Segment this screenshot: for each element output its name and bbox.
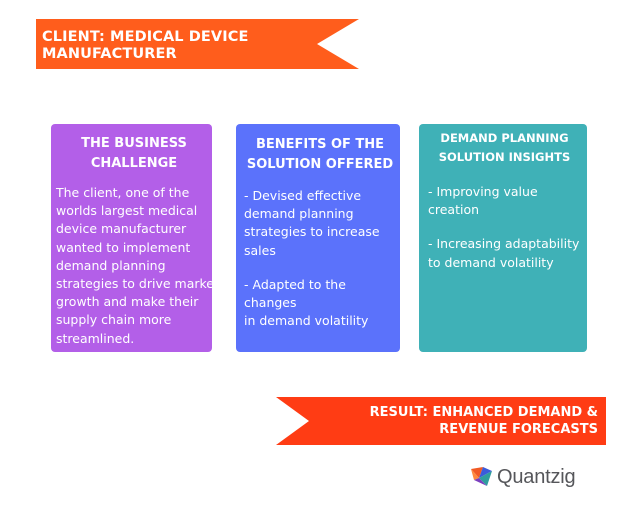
card-body-line: device manufacturer: [56, 221, 187, 237]
card-body-line: worlds largest medical: [56, 203, 198, 219]
card-title: THE BUSINESS CHALLENGE: [56, 134, 212, 174]
result-banner-line-1: RESULT: ENHANCED DEMAND &: [369, 405, 598, 420]
card-body-line: - Devised effective: [244, 188, 362, 203]
card-title-line: BENEFITS OF THE: [255, 137, 385, 152]
card-body-line: demand planning: [244, 206, 354, 222]
card-body-line: supply chain more: [56, 312, 172, 328]
card-title-line: DEMAND PLANNING: [440, 131, 569, 145]
card-title-line: CHALLENGE: [90, 156, 178, 171]
client-banner: CLIENT: MEDICAL DEVICE MANUFACTURER: [36, 19, 359, 69]
solution-insights-card: DEMAND PLANNING SOLUTION INSIGHTS - Impr…: [419, 124, 587, 352]
card-body-line: The client, one of the: [56, 185, 190, 200]
card-body-line: strategies to increase: [244, 224, 380, 240]
logo-text: Quantzig: [497, 465, 576, 488]
quantzig-logo-icon: [471, 467, 492, 486]
quantzig-logo: Quantzig: [470, 462, 576, 492]
card-body-line: demand planning: [56, 257, 166, 273]
card-body: - Improving value creation - Increasing …: [428, 183, 581, 272]
client-banner-line-1: CLIENT: MEDICAL DEVICE: [42, 29, 249, 45]
card-body-line: - Increasing adaptability: [428, 236, 580, 252]
card-title-line: THE BUSINESS: [81, 136, 187, 151]
spacer: [428, 219, 581, 235]
spacer: [244, 260, 396, 276]
result-banner: RESULT: ENHANCED DEMAND & REVENUE FORECA…: [276, 397, 606, 445]
solution-benefits-card: BENEFITS OF THE SOLUTION OFFERED - Devis…: [236, 124, 400, 352]
card-body-line: creation: [428, 202, 480, 218]
card-title: BENEFITS OF THE SOLUTION OFFERED: [244, 135, 396, 175]
card-body-line: in demand volatility: [244, 313, 369, 329]
card-title: DEMAND PLANNING SOLUTION INSIGHTS: [428, 129, 581, 167]
card-body-line: - Adapted to the changes: [244, 276, 346, 311]
result-banner-line-2: REVENUE FORECASTS: [439, 422, 598, 437]
card-title-line: SOLUTION OFFERED: [246, 157, 394, 172]
card-body-line: - Improving value: [428, 184, 538, 199]
card-body-line: sales: [244, 242, 276, 258]
card-body: The client, one of the worlds largest me…: [56, 184, 219, 348]
business-challenge-card: THE BUSINESS CHALLENGE The client, one o…: [51, 124, 219, 352]
card-body: - Devised effective demand planning stra…: [244, 187, 396, 330]
client-banner-line-2: MANUFACTURER: [42, 46, 177, 62]
card-body-line: growth and make their: [56, 294, 199, 310]
card-body-line: wanted to implement: [56, 239, 191, 255]
card-title-line: SOLUTION INSIGHTS: [438, 150, 571, 164]
card-body-line: streamlined.: [56, 330, 135, 346]
card-body-line: strategies to drive market: [56, 276, 219, 292]
card-body-line: to demand volatility: [428, 254, 554, 270]
